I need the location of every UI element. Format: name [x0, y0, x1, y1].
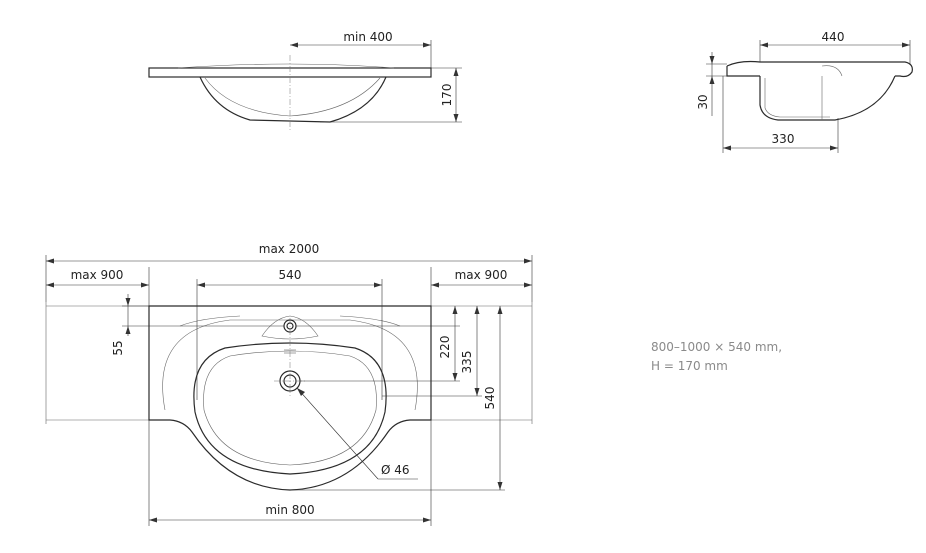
bowl-label: 330 — [772, 132, 795, 146]
tap-platform — [261, 315, 319, 340]
arrow-head — [431, 282, 439, 288]
drain-leader-line — [296, 387, 379, 480]
spec-height: H = 170 mm — [651, 359, 728, 373]
arrow-head — [453, 68, 459, 76]
arrow-head — [141, 282, 149, 288]
side-inner-line — [764, 78, 830, 118]
rim-curve — [177, 63, 395, 69]
side-elevation-view: 440 30 330 — [696, 30, 913, 153]
depth-label: 440 — [822, 30, 845, 44]
rim-label: 30 — [696, 94, 710, 109]
bowl-inner-line — [203, 350, 377, 466]
arrow-head — [709, 76, 715, 84]
arrow-head — [830, 145, 838, 151]
drain-depth-label: 335 — [460, 351, 474, 374]
arrow-head — [297, 388, 305, 396]
arrow-head — [46, 282, 54, 288]
total-width-label: max 2000 — [259, 242, 320, 256]
base-width-label: min 800 — [265, 503, 314, 517]
arrow-head — [453, 114, 459, 122]
total-depth-label: 540 — [483, 387, 497, 410]
arrow-head — [46, 258, 54, 264]
height-label: 170 — [440, 84, 454, 107]
arrow-head — [125, 326, 131, 334]
bowl-width-label: 540 — [279, 268, 302, 282]
front-elevation-view: min 400 170 — [148, 30, 462, 130]
arrow-head — [452, 373, 458, 381]
arrow-head — [423, 42, 431, 48]
side-rim-left — [726, 66, 760, 77]
side-bowl-profile — [759, 75, 896, 121]
arrow-head — [474, 306, 480, 314]
arrow-head — [524, 258, 532, 264]
arrow-head — [760, 42, 768, 48]
width-label: min 400 — [343, 30, 392, 44]
arrow-head — [497, 482, 503, 490]
arrow-head — [149, 517, 157, 523]
arrow-head — [125, 298, 131, 306]
side-rim-top — [726, 60, 913, 78]
arrow-head — [709, 56, 715, 64]
right-wing-label: max 900 — [455, 268, 508, 282]
side-tap-curve — [821, 65, 843, 77]
arrow-head — [452, 306, 458, 314]
inner-bowl-line — [204, 77, 381, 117]
plan-view: max 2000 max 900 max 900 540 — [45, 242, 533, 526]
arrow-head — [290, 42, 298, 48]
spec-text: 800–1000 × 540 mm, H = 170 mm — [651, 338, 782, 376]
arrow-head — [197, 282, 205, 288]
drain-diameter-label: Ø 46 — [381, 463, 410, 477]
left-wing-label: max 900 — [71, 268, 124, 282]
arrow-head — [723, 145, 731, 151]
arrow-head — [374, 282, 382, 288]
tap-depth-label: 220 — [438, 336, 452, 359]
tap-offset-label: 55 — [111, 340, 125, 355]
bowl-basin — [193, 342, 387, 475]
arrow-head — [497, 306, 503, 314]
right-rim-detail — [339, 315, 401, 327]
left-rim-detail — [179, 315, 241, 327]
arrow-head — [474, 388, 480, 396]
arrow-head — [423, 517, 431, 523]
spec-size: 800–1000 × 540 mm, — [651, 340, 783, 354]
arrow-head — [902, 42, 910, 48]
bowl-profile — [199, 76, 387, 123]
arrow-head — [524, 282, 532, 288]
